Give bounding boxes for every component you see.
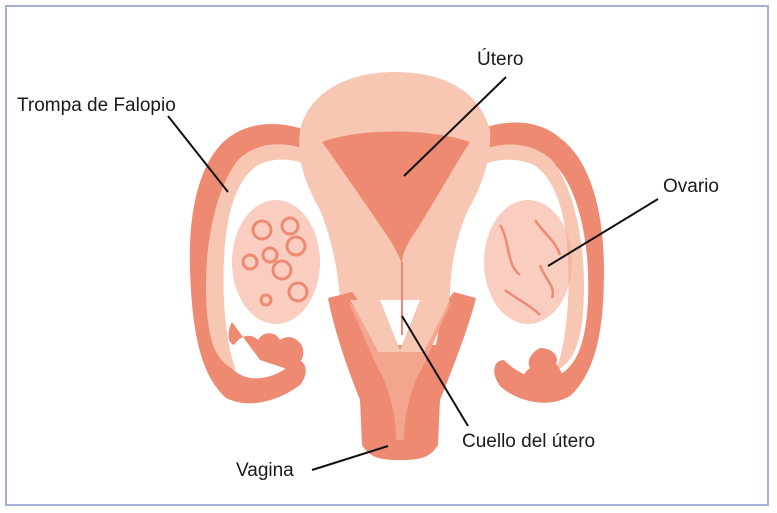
label-trompa-de-falopio: Trompa de Falopio bbox=[17, 96, 176, 115]
leader-vagina bbox=[312, 446, 388, 470]
label-ovario: Ovario bbox=[663, 177, 719, 196]
right-fimbriae bbox=[523, 348, 562, 392]
left-fimbriae bbox=[229, 322, 304, 370]
label-vagina: Vagina bbox=[236, 461, 294, 480]
label-cuello-del-utero: Cuello del útero bbox=[462, 432, 595, 451]
label-utero: Útero bbox=[477, 50, 523, 69]
